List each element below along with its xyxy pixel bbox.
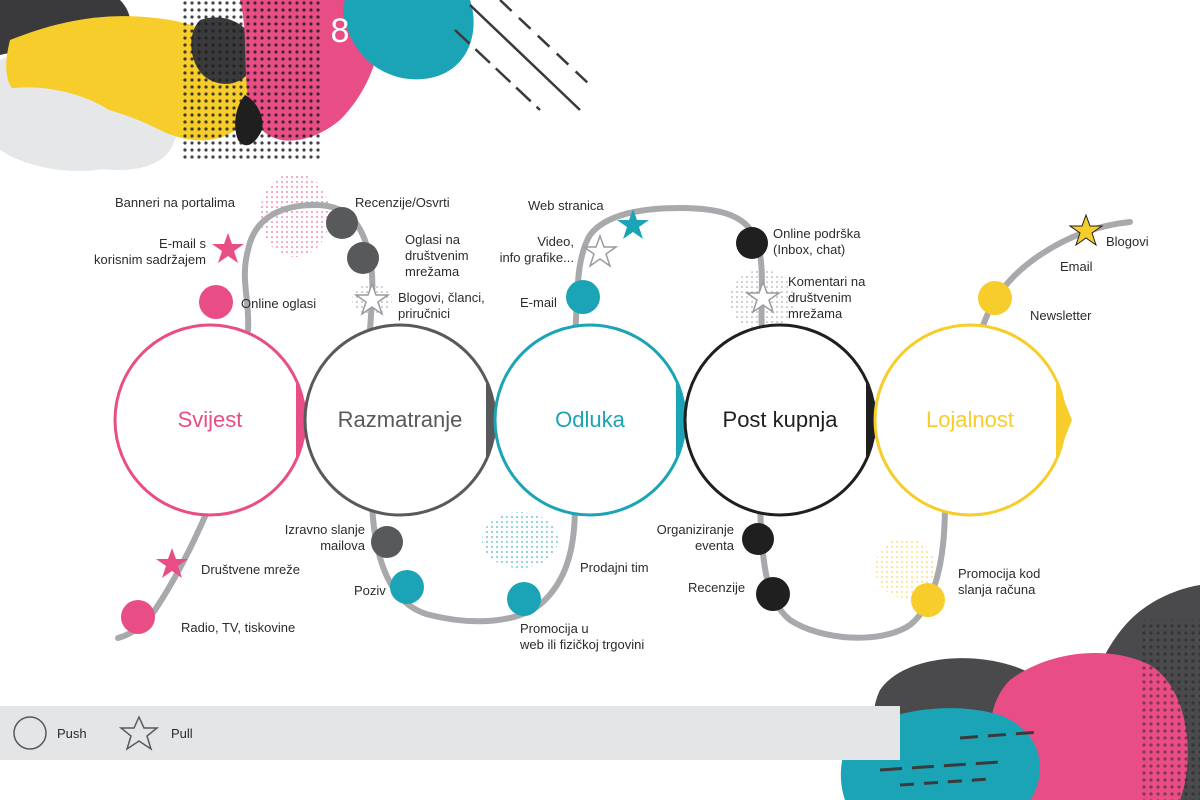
label-email-sadrzaj: E-mail s korisnim sadržajem xyxy=(70,236,206,268)
push-dot-organiziranje xyxy=(742,523,774,555)
push-dot-promocija-web xyxy=(507,582,541,616)
push-dot-online-podrska xyxy=(736,227,768,259)
push-dot-recenzije xyxy=(756,577,790,611)
push-dot-online-oglasi xyxy=(199,285,233,319)
label-oglasi-mreze: Oglasi na društvenim mrežama xyxy=(405,232,469,280)
label-prodajni-tim: Prodajni tim xyxy=(580,560,649,576)
label-recenzije: Recenzije xyxy=(688,580,745,596)
legend-pull-label: Pull xyxy=(171,726,193,741)
label-video: Video, info grafike... xyxy=(480,234,574,266)
decorative-blobs-bottom xyxy=(841,585,1200,800)
push-dot-poziv xyxy=(390,570,424,604)
push-dot-recenzije-osvrti xyxy=(326,207,358,239)
stage-label-svijest: Svijest xyxy=(110,407,310,433)
label-online-podrska: Online podrška (Inbox, chat) xyxy=(773,226,860,258)
push-dot-izravno-slanje xyxy=(371,526,403,558)
label-newsletter: Newsletter xyxy=(1030,308,1091,324)
stage-label-post-kupnja: Post kupnja xyxy=(680,407,880,433)
stage-label-odluka: Odluka xyxy=(490,407,690,433)
legend-star-icon xyxy=(121,717,157,749)
label-izravno-slanje: Izravno slanje mailova xyxy=(250,522,365,554)
push-dot-promocija-racun xyxy=(911,583,945,617)
label-online-oglasi: Online oglasi xyxy=(241,296,316,312)
push-dot-newsletter xyxy=(978,281,1012,315)
label-banneri: Banneri na portalima xyxy=(115,195,235,211)
label-web-stranica: Web stranica xyxy=(528,198,604,214)
path-segment-3 xyxy=(575,208,762,335)
label-organiziranje: Organiziranje eventa xyxy=(620,522,734,554)
stage-label-lojalnost: Lojalnost xyxy=(870,407,1070,433)
label-poziv: Poziv xyxy=(354,583,386,599)
decorative-blobs-top: 8 xyxy=(0,0,590,171)
push-dot-email xyxy=(566,280,600,314)
legend: Push Pull xyxy=(0,706,900,760)
logo-glyph: 8 xyxy=(331,12,350,50)
label-drustvene-mreze: Društvene mreže xyxy=(201,562,300,578)
label-promocija-racun: Promocija kod slanja računa xyxy=(958,566,1040,598)
legend-symbols xyxy=(0,706,200,760)
label-blogovi-clanci: Blogovi, članci, priručnici xyxy=(398,290,485,322)
pull-star-email-sadrzaj xyxy=(212,233,244,263)
push-dot-oglasi-mreze xyxy=(347,242,379,274)
label-radio-tv: Radio, TV, tiskovine xyxy=(181,620,295,636)
label-email-loyal: Email xyxy=(1060,259,1093,275)
label-komentari: Komentari na društvenim mrežama xyxy=(788,274,865,322)
label-blogovi: Blogovi xyxy=(1106,234,1149,250)
label-recenzije-osvrti: Recenzije/Osvrti xyxy=(355,195,450,211)
legend-push-label: Push xyxy=(57,726,87,741)
stage-label-razmatranje: Razmatranje xyxy=(300,407,500,433)
push-dot-radio-tv xyxy=(121,600,155,634)
legend-circle-icon xyxy=(14,717,46,749)
label-email: E-mail xyxy=(520,295,557,311)
label-promocija-web: Promocija u web ili fizičkoj trgovini xyxy=(520,621,644,653)
